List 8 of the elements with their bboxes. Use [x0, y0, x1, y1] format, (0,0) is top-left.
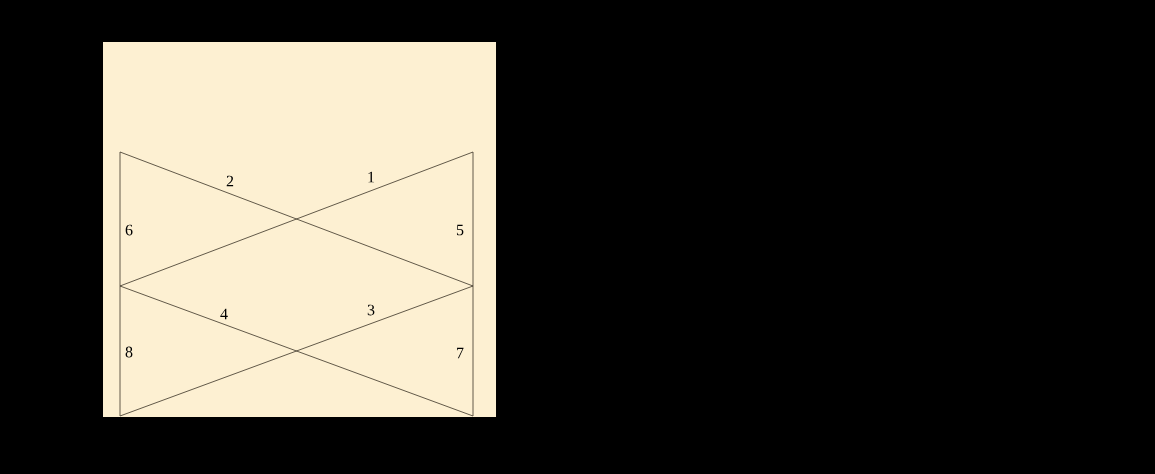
line-number: 8 [125, 346, 133, 358]
line-number: 3 [367, 304, 375, 316]
line-number: 4 [220, 308, 228, 320]
line-number: 6 [125, 224, 133, 236]
line-number: 2 [226, 175, 234, 187]
line-number: 7 [457, 347, 464, 359]
line-number: 5 [456, 224, 464, 236]
line-number: 1 [368, 171, 375, 183]
